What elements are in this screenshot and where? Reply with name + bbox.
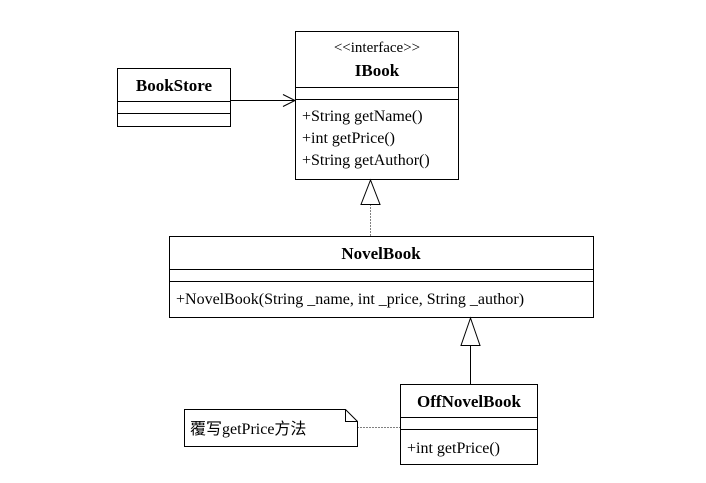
dependency-bookstore-ibook (230, 94, 297, 107)
class-ibook-name: IBook (355, 61, 400, 80)
class-offnovelbook-box (400, 384, 538, 465)
class-ibook-box (295, 31, 459, 180)
class-novelbook-name: NovelBook (341, 244, 421, 263)
class-novelbook-box (169, 236, 594, 318)
class-offnovelbook[interactable]: OffNovelBook +int getPrice() (400, 384, 538, 465)
note-override-getprice[interactable]: 覆写getPrice方法 (184, 409, 358, 447)
class-ibook-operation: +int getPrice() (302, 130, 395, 147)
class-ibook-operation: +String getAuthor() (302, 152, 430, 169)
generalization-triangle (460, 316, 481, 346)
class-novelbook[interactable]: NovelBook +NovelBook(String _name, int _… (169, 236, 594, 318)
class-ibook-stereotype: <<interface>> (334, 40, 420, 56)
class-offnovelbook-name: OffNovelBook (417, 392, 521, 411)
note-box (184, 409, 358, 447)
class-bookstore-box (117, 68, 231, 127)
dependency-arrowhead (282, 94, 297, 107)
generalization-offnovelbook-novelbook (460, 316, 481, 385)
note-folded-corner (345, 409, 358, 422)
realization-triangle (360, 178, 381, 205)
note-text: 覆写getPrice方法 (190, 420, 306, 438)
class-bookstore[interactable]: BookStore (117, 68, 231, 127)
class-offnovelbook-operation: +int getPrice() (407, 440, 500, 457)
class-ibook[interactable]: <<interface>> IBook +String getName() +i… (295, 31, 459, 180)
class-ibook-operation: +String getName() (302, 108, 423, 125)
realization-novelbook-ibook (360, 178, 381, 237)
class-bookstore-name: BookStore (136, 76, 213, 95)
class-novelbook-operation: +NovelBook(String _name, int _price, Str… (176, 291, 524, 308)
